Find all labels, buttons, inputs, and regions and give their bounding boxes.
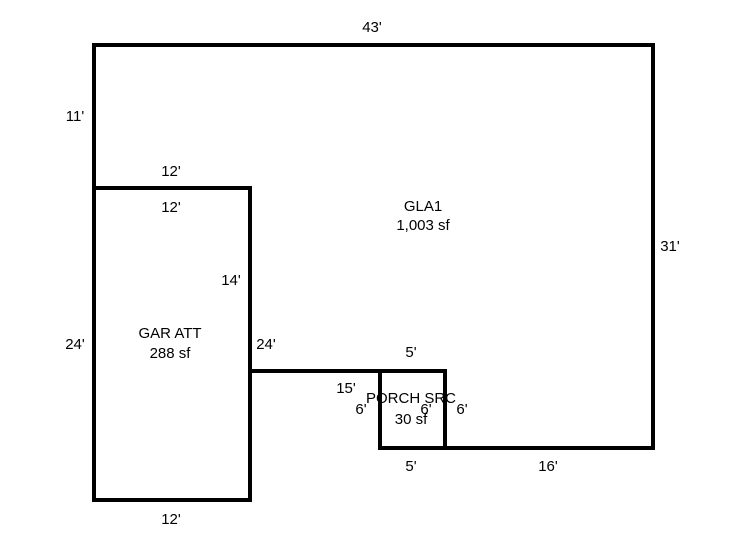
dimension-porch-bottom: 5' xyxy=(405,458,416,475)
porch-area-label: 30 sf xyxy=(395,411,428,428)
porch-outline xyxy=(378,369,447,450)
dimension-gla-right: 31' xyxy=(660,238,680,255)
dimension-porch-right-outer: 6' xyxy=(456,401,467,418)
dimension-gla-top: 43' xyxy=(362,19,382,36)
dimension-gla-inner-left: 14' xyxy=(221,272,241,289)
porch-name-label: PORCH SRC xyxy=(366,390,456,407)
gla1-area-label: 1,003 sf xyxy=(396,217,450,234)
garage-name-label: GAR ATT xyxy=(138,325,201,342)
dimension-garage-right: 24' xyxy=(256,336,276,353)
garage-outline xyxy=(92,186,252,502)
dimension-porch-left: 6' xyxy=(355,401,366,418)
dimension-porch-right-inner: 6' xyxy=(420,401,431,418)
dimension-gla-bottom-right: 16' xyxy=(538,458,558,475)
gla1-name-label: GLA1 xyxy=(404,198,442,215)
dimension-garage-left: 24' xyxy=(65,336,85,353)
gla1-outline xyxy=(92,43,655,450)
dimension-gla-left-upper: 11' xyxy=(66,108,85,125)
dimension-garage-bottom: 12' xyxy=(161,511,181,528)
dimension-porch-top: 5' xyxy=(405,344,416,361)
dimension-gla-inner-bottom: 15' xyxy=(336,380,356,397)
dimension-garage-top-inner: 12' xyxy=(161,199,181,216)
garage-area-label: 288 sf xyxy=(150,345,192,362)
dimension-garage-top-outer: 12' xyxy=(161,163,181,180)
